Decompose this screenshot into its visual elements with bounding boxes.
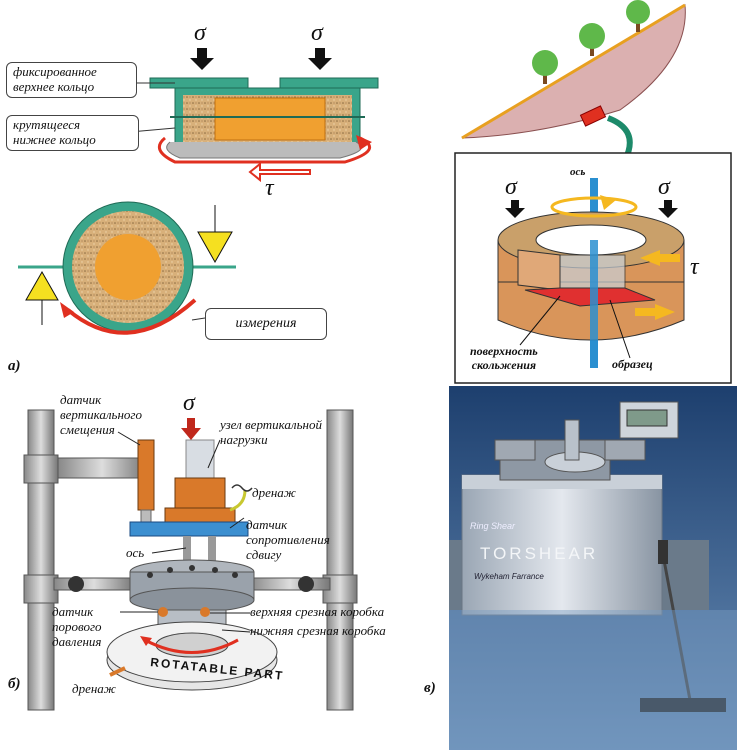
ring-cross-section [149,77,379,183]
fixed-ring-label: фиксированное верхнее кольцо [6,62,137,98]
vertical-displacement-sensor-label: датчик вертикального смещения [60,392,142,437]
tau-label: τ [265,175,274,201]
rotating-ring-label: крутящееся нижнее кольцо [6,115,139,151]
shear-resistance-sensor-label: датчик сопротивления сдвигу [246,517,330,562]
panel-letter-b: б) [8,676,21,692]
load-arrow-left [190,48,214,70]
pore-pressure-sensor-label: датчик порового давления [52,604,102,649]
ring-sample-3d [454,152,732,384]
torshear-brand-label: TORSHEAR [480,544,599,563]
leader-measurements [191,317,206,321]
tree-icon [579,23,605,56]
ring-shear-label: Ring Shear [470,521,516,531]
vertical-load-unit-label: узел вертикальной нагрузки [220,417,322,447]
axis-label: ось [126,545,145,560]
sigma-label: σ [311,20,323,46]
measurements-label: измерения [205,308,327,340]
lower-shear-box-label: нижняя срезная коробка [250,623,386,638]
tau-label: τ [690,254,699,280]
sigma-label: σ [194,20,206,46]
drainage-label-top: дренаж [252,485,296,500]
slip-surface-label: поверхность скольжения [470,344,538,372]
drainage-label-bottom: дренаж [72,681,116,696]
ring-plan-view [18,201,236,335]
maker-label: Wykeham Farrance [474,572,544,581]
torshear-photo [449,386,737,750]
apparatus-schematic [23,409,358,711]
load-arrow-left [505,200,525,218]
measurement-marker-left [25,270,59,325]
tree-icon [626,0,650,32]
panel-letter-a: а) [8,358,21,374]
load-arrow-right [658,200,678,218]
sigma-label: σ [658,174,670,200]
load-arrow-right [308,48,332,70]
sigma-label: σ [505,174,517,200]
measurement-marker-right [197,205,233,264]
axis-label: ось [570,166,586,178]
sigma-label: σ [183,390,195,416]
tree-icon [532,50,558,84]
sample-label: образец [612,357,653,371]
upper-shear-box-label: верхняя срезная коробка [250,604,385,619]
panel-letter-c: в) [424,680,436,696]
slope-illustration [461,0,686,176]
